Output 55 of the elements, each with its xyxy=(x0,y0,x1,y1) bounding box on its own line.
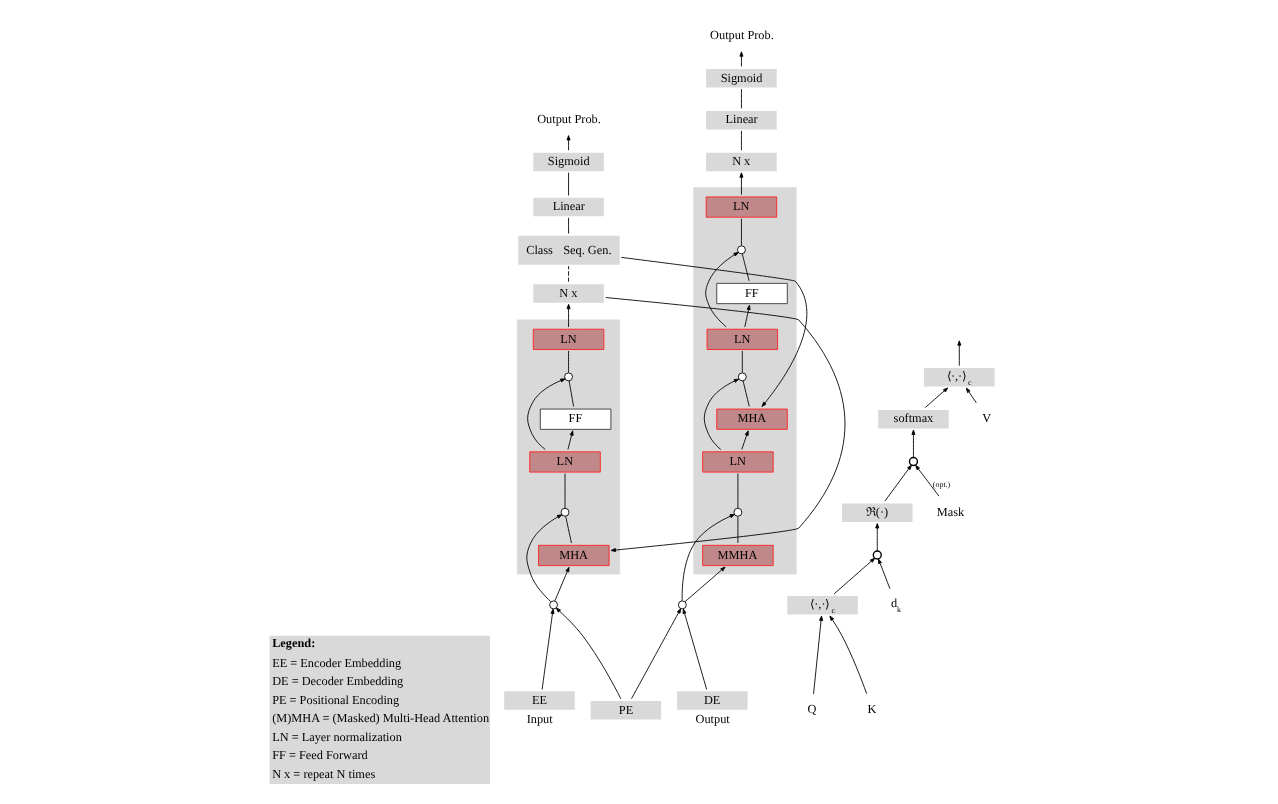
node-circle xyxy=(559,507,569,517)
arrow xyxy=(812,615,823,695)
arrow xyxy=(680,513,734,602)
connector xyxy=(741,380,749,407)
node-circle xyxy=(676,600,686,610)
connector xyxy=(740,350,742,374)
arrow xyxy=(956,340,961,367)
arrow xyxy=(566,430,573,450)
node-circle xyxy=(871,550,881,560)
arrow xyxy=(740,430,748,450)
arrow xyxy=(704,252,738,328)
arrow xyxy=(910,429,915,458)
arrow xyxy=(923,387,948,408)
arrow xyxy=(738,51,743,67)
connector xyxy=(567,217,568,234)
connector xyxy=(567,172,568,196)
arrow xyxy=(604,297,845,552)
connector xyxy=(563,473,565,509)
connector xyxy=(740,88,741,109)
arrow xyxy=(630,608,681,700)
arrow xyxy=(743,304,750,328)
connector xyxy=(740,218,741,247)
arrow xyxy=(681,608,707,690)
arrow xyxy=(832,557,875,595)
arrow xyxy=(877,558,890,590)
node-circle xyxy=(563,372,572,382)
arrow xyxy=(964,387,976,404)
arrow xyxy=(883,464,911,502)
node-circle xyxy=(736,245,745,255)
connector xyxy=(736,516,738,544)
arrow xyxy=(565,135,570,151)
arrow xyxy=(828,615,867,695)
connector xyxy=(564,516,571,544)
arrow xyxy=(702,378,739,450)
arrow xyxy=(525,514,562,602)
node-circle xyxy=(736,372,746,382)
arrow xyxy=(526,378,565,450)
arrow xyxy=(553,566,569,602)
arrow xyxy=(874,523,879,552)
node-circle xyxy=(907,456,918,467)
arrow xyxy=(619,256,807,407)
connector xyxy=(740,130,741,151)
arrow xyxy=(683,566,725,603)
arrow xyxy=(914,464,939,497)
connector xyxy=(567,265,568,283)
connector xyxy=(740,253,749,282)
connector xyxy=(567,350,568,374)
node-circle xyxy=(732,507,742,517)
node-circle xyxy=(548,600,557,610)
arrow xyxy=(565,303,570,328)
connector xyxy=(736,473,738,509)
arrow xyxy=(540,608,554,690)
connector xyxy=(567,380,574,407)
arrow xyxy=(554,607,621,700)
arrow xyxy=(738,172,743,196)
